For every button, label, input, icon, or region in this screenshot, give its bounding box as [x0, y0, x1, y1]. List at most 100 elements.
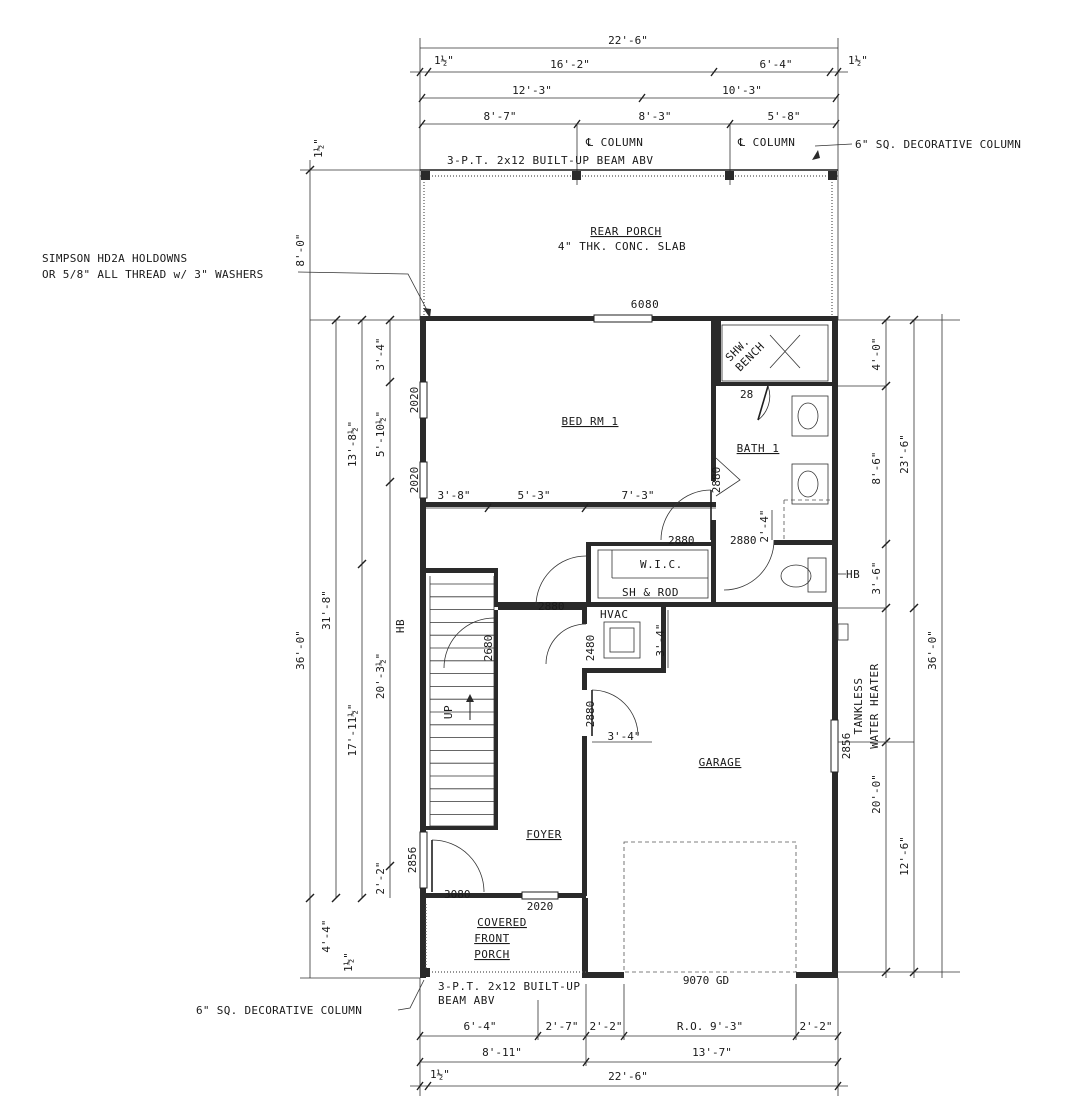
window-2856-right: 2856: [840, 733, 853, 760]
dim-bottom-8-11: 8'-11": [482, 1046, 522, 1059]
door-28: 28: [740, 388, 753, 401]
dim-bottom-2-7: 2'-7": [545, 1020, 578, 1033]
window-2856-left: 2856: [406, 847, 419, 874]
hvac-label: HVAC: [600, 608, 629, 621]
bottom-dimensions: 6'-4" 2'-7" 2'-2" R.O. 9'-3" 2'-2" 8'-11…: [410, 978, 848, 1096]
garage: 2880 3'-4" GARAGE TANKLESS WATER HEATER …: [584, 623, 881, 987]
top-dimensions: 22'-6" 1½" 1½" 16'-2" 6'-4" 12'-3" 10'-3…: [410, 34, 868, 320]
bedroom: BED RM 1 2020 2020 3'-8" 5'-3" 7'-3" 288…: [408, 387, 716, 547]
dim-left-13-8: 13'-8½": [346, 421, 359, 467]
holdowns-line1: SIMPSON HD2A HOLDOWNS: [42, 252, 187, 265]
window-2020-b: 2020: [408, 467, 421, 494]
front-beam-line1: 3-P.T. 2x12 BUILT-UP: [438, 980, 580, 993]
column-mid-right: [725, 171, 734, 180]
front-porch-line3: PORCH: [474, 948, 510, 961]
dim-left-3-4: 3'-4": [374, 337, 387, 370]
rear-door-6080: 6080: [631, 298, 660, 311]
shelf-rod-label: SH & ROD: [622, 586, 679, 599]
dim-bottom-ro: R.O. 9'-3": [677, 1020, 743, 1033]
front-porch-line2: FRONT: [474, 932, 510, 945]
hose-bib-right: HB: [846, 568, 860, 581]
water-heater-line1: TANKLESS: [852, 678, 865, 735]
holdowns-note: SIMPSON HD2A HOLDOWNS OR 5/8" ALL THREAD…: [42, 252, 431, 318]
door-2880-bath: 2880: [710, 467, 723, 494]
decorative-column-ne: [828, 171, 837, 180]
dim-bottom-2-2-a: 2'-2": [589, 1020, 622, 1033]
bath-label: BATH 1: [737, 442, 780, 455]
dim-top-10-3: 10'-3": [722, 84, 762, 97]
decorative-column-nw: [421, 171, 430, 180]
door-2880-bath-lower: 2880: [730, 534, 757, 547]
hose-bib-left: HB: [394, 619, 407, 633]
garage-label: GARAGE: [699, 756, 742, 769]
dim-bottom-13-7: 13'-7": [692, 1046, 732, 1059]
dim-top-8-7: 8'-7": [483, 110, 516, 123]
interior-walls: [426, 320, 832, 896]
front-beam-line2: BEAM ABV: [438, 994, 495, 1007]
closet: W.I.C. SH & ROD 2880: [535, 549, 709, 613]
door-2880-wic: 2880: [538, 600, 565, 613]
dim-int-3-8: 3'-8": [437, 489, 470, 502]
decorative-column-label-front: 6" SQ. DECORATIVE COLUMN: [196, 1004, 362, 1017]
dim-top-16-2: 16'-2": [550, 58, 590, 71]
dim-left-36-0: 36'-0": [294, 630, 307, 670]
dim-porch-8-0: 8'-0": [294, 233, 307, 266]
dim-int-3-4-hvac: 3'-4": [654, 623, 667, 656]
wic-label: W.I.C.: [640, 558, 683, 571]
rear-porch-slab: 4" THK. CONC. SLAB: [558, 240, 686, 253]
arrow-icon: [812, 150, 820, 160]
door-2480: 2480: [584, 635, 597, 662]
dim-right-8-6: 8'-6": [870, 451, 883, 484]
dim-bottom-trim: 1½": [430, 1068, 450, 1081]
beam-label-top: 3-P.T. 2x12 BUILT-UP BEAM ABV: [447, 154, 654, 167]
door-2680: 2680: [482, 635, 495, 662]
hvac: HVAC 2480 3'-4": [545, 608, 669, 668]
stair-up-label: UP: [442, 705, 455, 719]
stair-outline: [429, 576, 495, 827]
arrow-icon: [423, 308, 431, 318]
column-mid-left: [572, 171, 581, 180]
dim-top-trim-left: 1½": [434, 54, 454, 67]
column-label-left: ℄ COLUMN: [585, 136, 643, 149]
dim-left-2-2: 2'-2": [374, 861, 387, 894]
foyer: FOYER 3080 2020 2856: [406, 828, 562, 913]
stair: UP 2680: [429, 576, 495, 827]
dim-right-20-0: 20'-0": [870, 774, 883, 814]
dim-top-trim-right: 1½": [848, 54, 868, 67]
rear-porch-title: REAR PORCH: [590, 225, 661, 238]
right-dimensions: 36'-0" 23'-6" 4'-0" 8'-6" 3'-6" 20'-0" 1…: [838, 314, 960, 978]
dim-left-31-8: 31'-8": [320, 590, 333, 630]
door-2880-garage: 2880: [584, 701, 597, 728]
window-2020-a: 2020: [408, 387, 421, 414]
dim-top-5-8: 5'-8": [767, 110, 800, 123]
column-label-right: ℄ COLUMN: [737, 136, 795, 149]
window-2020-front: 2020: [527, 900, 554, 913]
front-porch-line1: COVERED: [477, 916, 527, 929]
dim-top-overall: 22'-6": [608, 34, 648, 47]
dim-right-3-6: 3'-6": [870, 561, 883, 594]
dim-int-7-3: 7'-3": [621, 489, 654, 502]
door-3080: 3080: [444, 888, 471, 901]
dim-left-17-11: 17'-11½": [346, 704, 359, 757]
holdowns-line2: OR 5/8" ALL THREAD w/ 3" WASHERS: [42, 268, 264, 281]
foyer-label: FOYER: [526, 828, 562, 841]
dim-top-8-3: 8'-3": [638, 110, 671, 123]
decorative-column-front: [421, 968, 430, 977]
dim-right-36-0: 36'-0": [926, 630, 939, 670]
dim-int-3-4-garage: 3'-4": [607, 730, 640, 743]
rear-porch: ℄ COLUMN ℄ COLUMN 6" SQ. DECORATIVE COLU…: [294, 124, 1021, 320]
bedroom-label: BED RM 1: [562, 415, 619, 428]
dim-int-2-4: 2'-4": [758, 509, 771, 542]
garage-door-label: 9070 GD: [683, 974, 729, 987]
door-2880-bedroom: 2880: [668, 534, 695, 547]
dim-top-6-4: 6'-4": [759, 58, 792, 71]
up-arrow-icon: [466, 694, 474, 702]
left-dimensions: 36'-0" 31'-8" 13'-8½" 17'-11½" 3'-4" 5'-…: [294, 315, 420, 979]
decorative-column-label-top: 6" SQ. DECORATIVE COLUMN: [855, 138, 1021, 151]
dim-right-12-6: 12'-6": [898, 836, 911, 876]
dim-left-5-10: 5'-10½": [374, 411, 387, 457]
dim-right-23-6: 23'-6": [898, 434, 911, 474]
dim-left-20-3: 20'-3½": [374, 653, 387, 699]
dim-left-4-4: 4'-4": [320, 919, 333, 952]
